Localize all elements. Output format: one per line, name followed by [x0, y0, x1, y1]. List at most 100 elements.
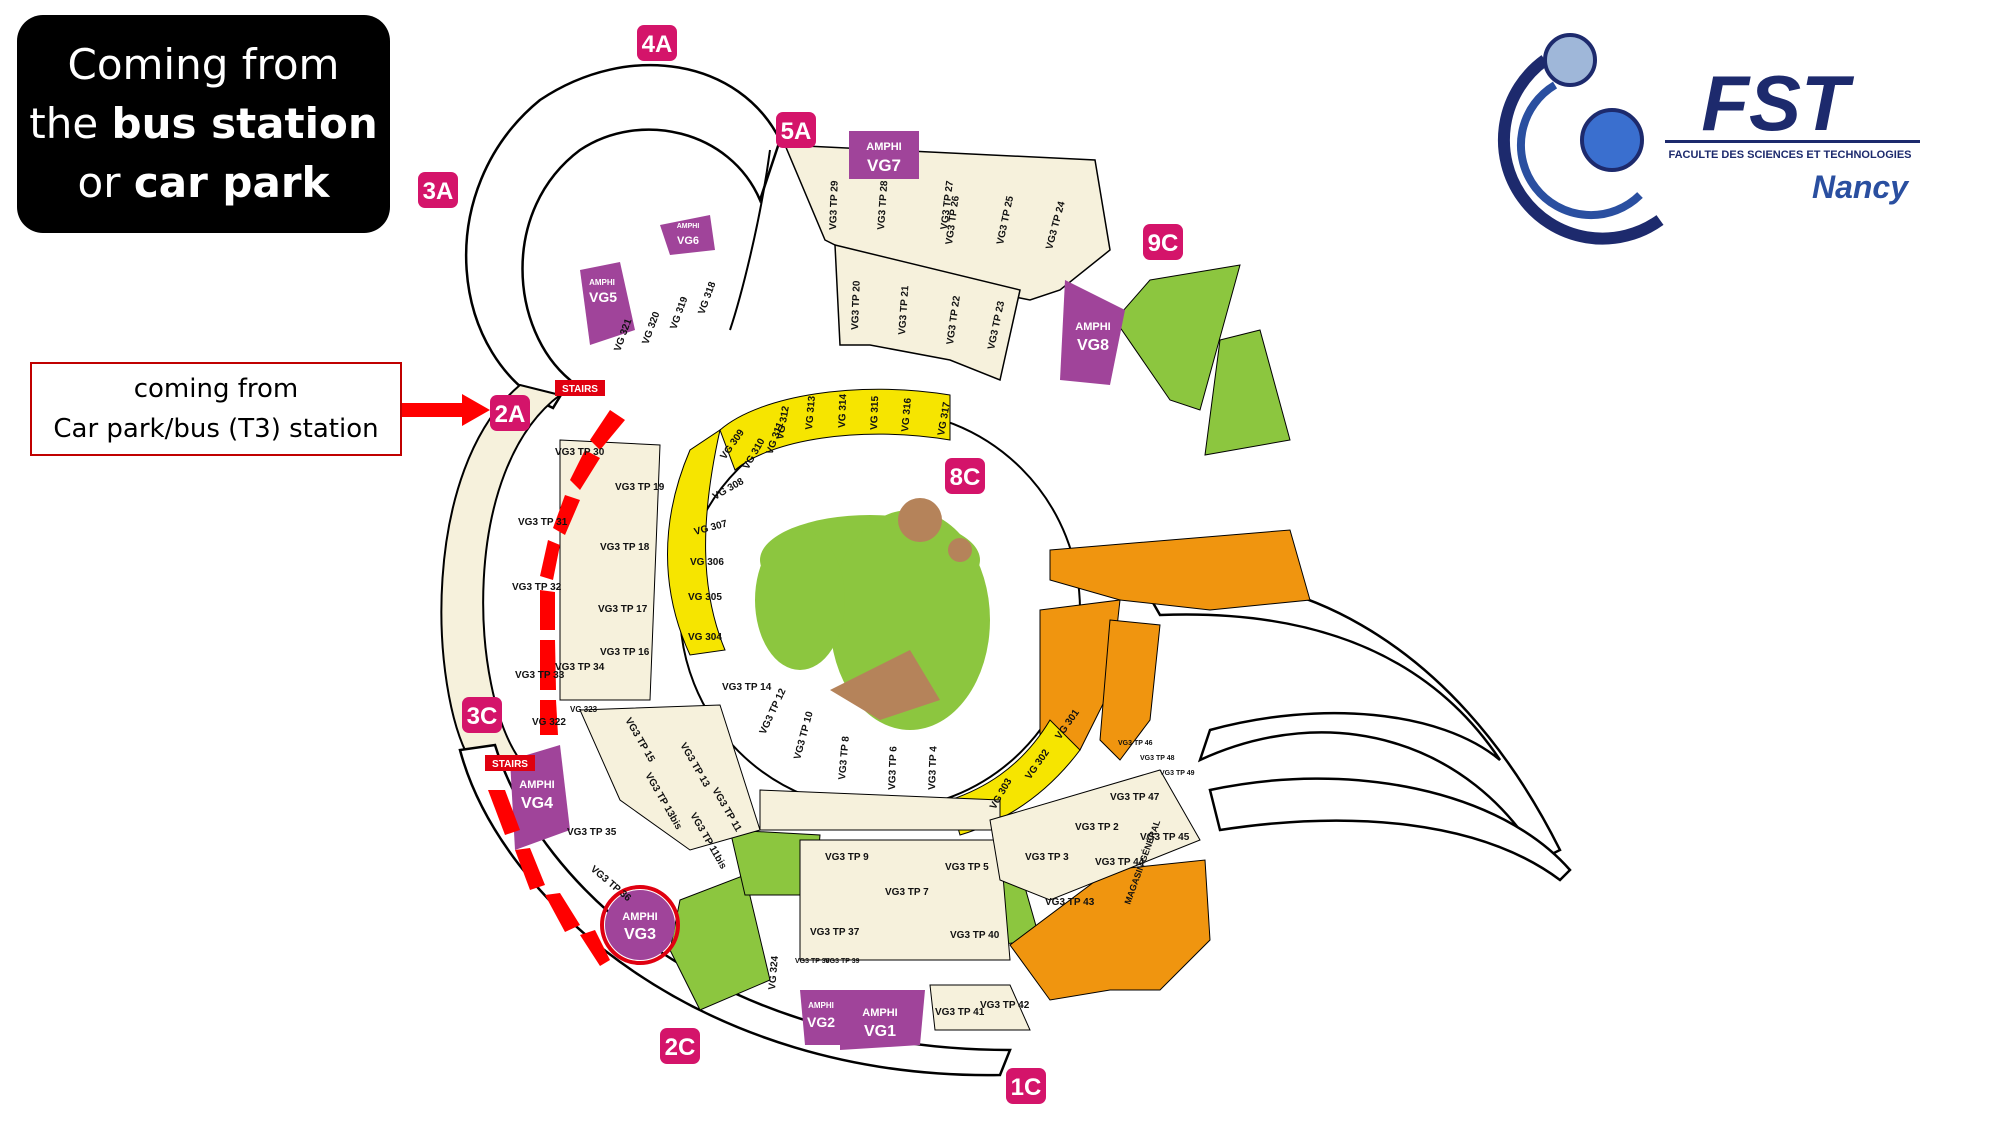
svg-text:VG4: VG4	[521, 795, 553, 812]
svg-text:VG 304: VG 304	[688, 632, 722, 643]
svg-text:VG3 TP 42: VG3 TP 42	[980, 1000, 1030, 1011]
svg-text:VG3 TP 21: VG3 TP 21	[897, 285, 911, 335]
svg-text:VG 306: VG 306	[690, 557, 724, 568]
fst-logo: FST FACULTE DES SCIENCES ET TECHNOLOGIES…	[1498, 33, 1920, 245]
svg-text:2A: 2A	[495, 401, 526, 428]
svg-text:AMPHI: AMPHI	[862, 1007, 897, 1019]
svg-text:VG 318: VG 318	[696, 280, 718, 316]
svg-text:VG3 TP 49: VG3 TP 49	[1160, 770, 1195, 777]
amphi-vg3	[605, 890, 675, 960]
svg-text:VG3 TP 4: VG3 TP 4	[927, 746, 940, 791]
svg-text:VG3 TP 47: VG3 TP 47	[1110, 792, 1160, 803]
amphitheatres	[510, 131, 1125, 1050]
svg-text:AMPHI: AMPHI	[1075, 321, 1110, 333]
svg-text:VG3 TP 48: VG3 TP 48	[1140, 755, 1175, 762]
svg-text:VG3 TP 43: VG3 TP 43	[1045, 897, 1095, 908]
svg-text:VG3 TP 14: VG3 TP 14	[722, 682, 772, 693]
title-line-1: Coming from	[67, 40, 340, 89]
svg-text:VG 322: VG 322	[532, 717, 566, 728]
svg-text:VG3 TP 18: VG3 TP 18	[600, 542, 650, 553]
stairs-label-north: STAIRS	[562, 384, 598, 395]
approach-arrow	[402, 394, 490, 426]
svg-text:VG3 TP 35: VG3 TP 35	[567, 827, 617, 838]
amphi-vg1	[840, 990, 925, 1050]
svg-text:3C: 3C	[467, 703, 498, 730]
svg-text:VG3 TP 38: VG3 TP 38	[795, 958, 830, 965]
note-line-2: Car park/bus (T3) station	[53, 414, 379, 444]
svg-text:5A: 5A	[781, 118, 812, 145]
svg-text:VG3 TP 46: VG3 TP 46	[1118, 740, 1153, 747]
arrival-note: coming from Car park/bus (T3) station	[30, 362, 402, 456]
svg-text:VG3 TP 28: VG3 TP 28	[876, 180, 890, 230]
svg-text:VG3 TP 41: VG3 TP 41	[935, 1007, 985, 1018]
svg-text:1C: 1C	[1011, 1074, 1042, 1101]
svg-text:VG3 TP 29: VG3 TP 29	[828, 180, 841, 230]
amphi-vg7	[849, 131, 919, 179]
svg-text:AMPHI: AMPHI	[808, 1001, 834, 1010]
svg-text:VG3 TP 30: VG3 TP 30	[555, 447, 605, 458]
svg-text:VG7: VG7	[867, 156, 901, 175]
svg-text:VG3 TP 32: VG3 TP 32	[512, 582, 562, 593]
amphi-labels: AMPHI VG7 AMPHI VG6 AMPHI VG5 AMPHI VG8 …	[519, 141, 1110, 1040]
entrance-markers: 4A 5A 3A 9C 2A 8C 3C 2C 1C	[418, 25, 1183, 1104]
stairs-tags: STAIRS STAIRS	[485, 380, 605, 771]
svg-text:AMPHI: AMPHI	[677, 223, 700, 230]
svg-text:VG1: VG1	[864, 1023, 896, 1040]
svg-text:VG 324: VG 324	[767, 955, 781, 990]
amphi-vg2	[800, 990, 840, 1045]
central-courtyard	[679, 409, 1081, 811]
svg-text:3A: 3A	[423, 178, 454, 205]
svg-text:VG3 TP 39: VG3 TP 39	[825, 958, 860, 965]
amphi-vg4	[510, 745, 570, 850]
title-line-3: or car park	[77, 158, 330, 207]
logo-wordmark: FST	[1701, 59, 1855, 147]
svg-text:AMPHI: AMPHI	[866, 141, 901, 153]
svg-text:VG3 TP 17: VG3 TP 17	[598, 604, 648, 615]
svg-text:AMPHI: AMPHI	[519, 779, 554, 791]
note-line-1: coming from	[133, 374, 299, 404]
entrance-2a: 2A	[490, 395, 530, 431]
logo-city: Nancy	[1812, 169, 1910, 205]
svg-text:2C: 2C	[665, 1034, 696, 1061]
route-path	[488, 410, 680, 966]
stairs-label-south: STAIRS	[492, 759, 528, 770]
svg-text:VG3 TP 7: VG3 TP 7	[885, 887, 929, 898]
svg-text:VG3 TP 44: VG3 TP 44	[1095, 857, 1145, 868]
title-card: Coming from the bus station or car park	[17, 15, 390, 233]
svg-text:VG3 TP 40: VG3 TP 40	[950, 930, 1000, 941]
svg-text:VG3 TP 16: VG3 TP 16	[600, 647, 650, 658]
logo-subtitle: FACULTE DES SCIENCES ET TECHNOLOGIES	[1668, 149, 1911, 161]
entrance-3c: 3C	[462, 697, 502, 733]
svg-text:VG 319: VG 319	[668, 295, 690, 331]
lawns	[669, 264, 1291, 1011]
svg-text:VG8: VG8	[1077, 337, 1109, 354]
svg-text:VG 314: VG 314	[837, 393, 849, 428]
svg-text:4A: 4A	[642, 31, 673, 58]
svg-text:VG 316: VG 316	[900, 397, 914, 432]
svg-text:VG 313: VG 313	[804, 395, 818, 430]
entrance-5a: 5A	[776, 112, 816, 148]
svg-text:AMPHI: AMPHI	[589, 278, 615, 287]
entrance-9c: 9C	[1143, 224, 1183, 260]
svg-text:VG2: VG2	[807, 1014, 835, 1030]
svg-text:VG 320: VG 320	[640, 310, 662, 346]
room-blocks	[559, 439, 1201, 1031]
svg-text:VG 323: VG 323	[570, 705, 598, 714]
amphi-vg5	[580, 262, 635, 345]
entrance-4a: 4A	[637, 25, 677, 61]
svg-text:VG3 TP 33: VG3 TP 33	[515, 670, 565, 681]
svg-text:VG 315: VG 315	[869, 395, 881, 430]
svg-text:VG5: VG5	[589, 289, 617, 305]
svg-text:VG3 TP 8: VG3 TP 8	[837, 735, 852, 780]
svg-text:VG3 TP 31: VG3 TP 31	[518, 517, 568, 528]
svg-text:8C: 8C	[950, 464, 981, 491]
east-orange-wing	[1009, 529, 1311, 1001]
svg-text:VG3 TP 6: VG3 TP 6	[887, 746, 900, 791]
svg-text:VG3 TP 9: VG3 TP 9	[825, 852, 869, 863]
svg-text:VG3 TP 20: VG3 TP 20	[850, 280, 863, 330]
svg-text:9C: 9C	[1148, 230, 1179, 257]
amphi-vg6	[660, 215, 715, 255]
entrance-2c: 2C	[660, 1028, 700, 1064]
svg-text:VG3 TP 34: VG3 TP 34	[555, 662, 605, 673]
